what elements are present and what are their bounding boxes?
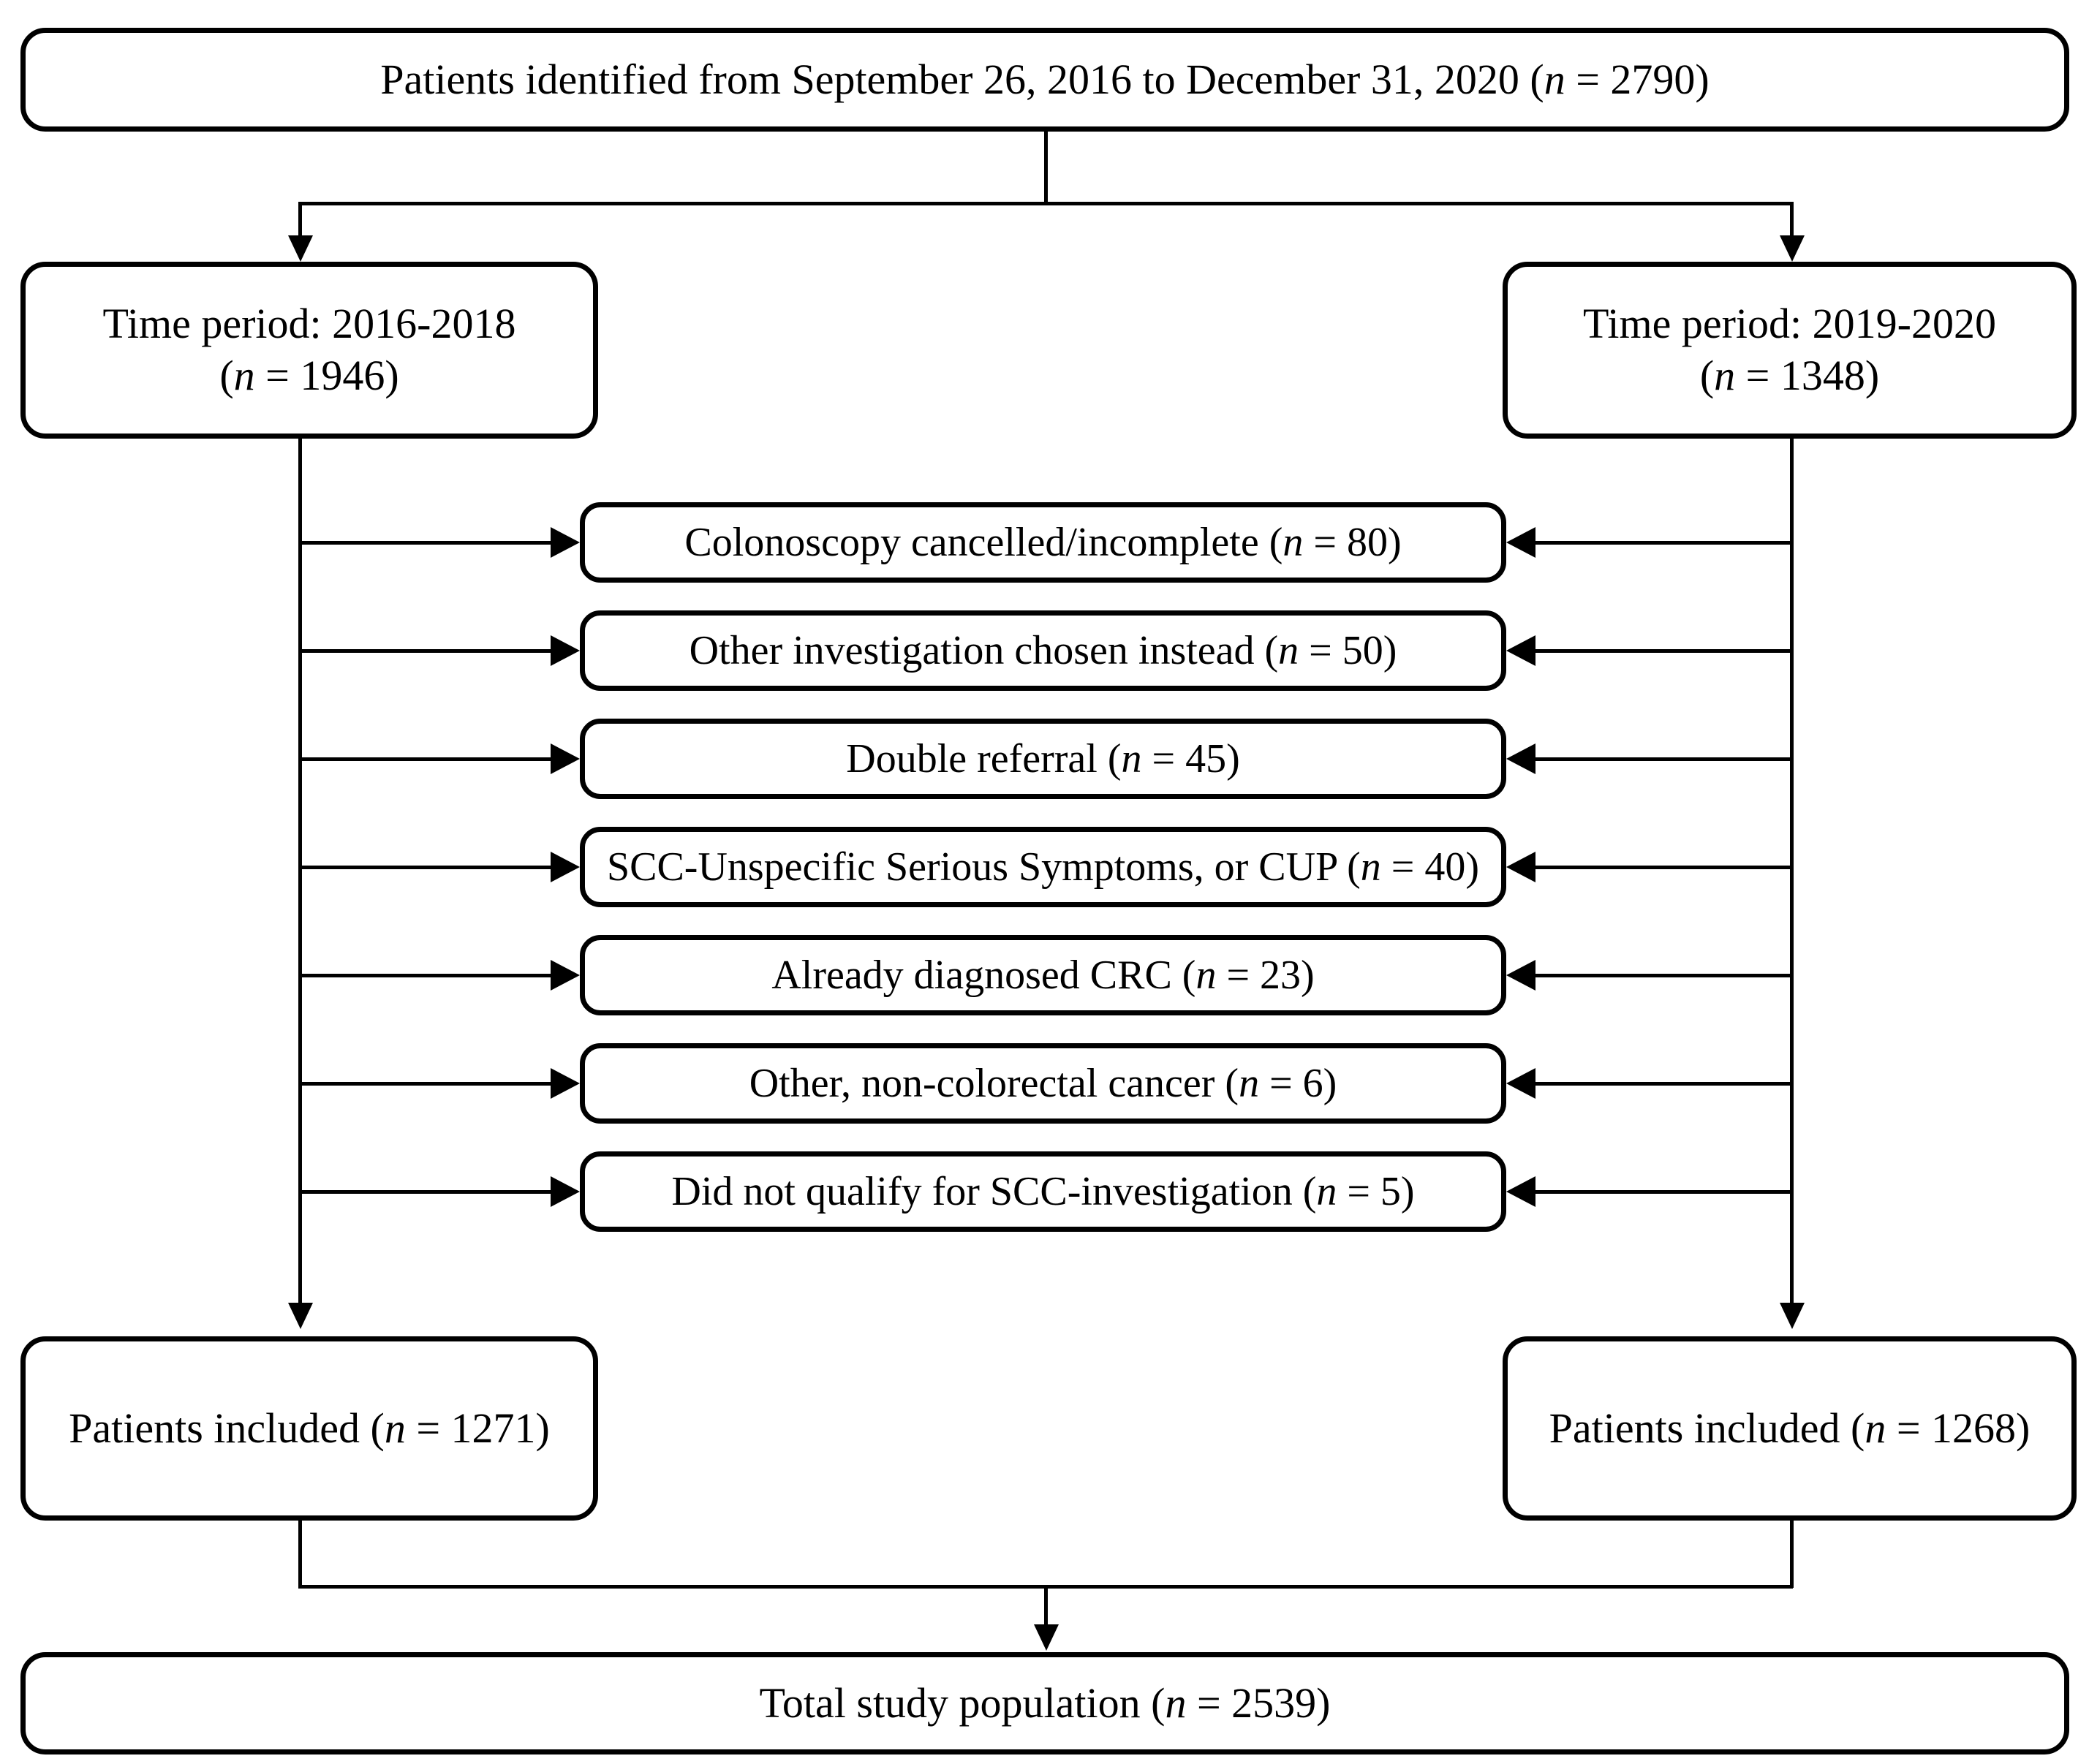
node-total-study-population-label: Total study population (n = 2539) (759, 1678, 1331, 1727)
italic-n: n (1360, 844, 1381, 890)
node-exclusion-4-label: SCC-Unspecific Serious Symptoms, or CUP … (606, 844, 1480, 890)
node-exclusion-1: Colonoscopy cancelled/incomplete (n = 80… (580, 502, 1506, 583)
italic-n: n (233, 352, 255, 399)
node-exclusion-3: Double referral (n = 45) (580, 719, 1506, 799)
connector-split-bar (298, 202, 1793, 205)
connector-exclusion-left-5 (298, 974, 551, 977)
connector-exclusion-left-2 (298, 649, 551, 653)
node-exclusion-3-label: Double referral (n = 45) (846, 735, 1240, 781)
italic-n: n (1714, 352, 1736, 399)
connector-exclusion-right-5 (1535, 974, 1794, 977)
connector-exclusion-right-1 (1535, 541, 1794, 545)
connector-split-left (298, 202, 302, 237)
connector-merge-stem (1044, 1585, 1048, 1626)
italic-n: n (1865, 1404, 1886, 1452)
node-exclusion-2: Other investigation chosen instead (n = … (580, 610, 1506, 691)
arrow-exclusion-right-3 (1506, 743, 1535, 774)
node-time-period-left-label: Time period: 2016-2018(n = 1946) (102, 300, 516, 399)
arrow-exclusion-left-3 (551, 743, 580, 774)
node-total-study-population: Total study population (n = 2539) (20, 1652, 2069, 1754)
arrow-exclusion-left-6 (551, 1068, 580, 1099)
arrow-to-included-right (1780, 1303, 1805, 1329)
connector-exclusion-left-4 (298, 866, 551, 869)
arrow-exclusion-right-4 (1506, 852, 1535, 882)
node-time-period-right: Time period: 2019-2020(n = 1348) (1503, 262, 2077, 439)
node-exclusion-6-label: Other, non-colorectal cancer (n = 6) (749, 1060, 1337, 1106)
node-exclusion-7-label: Did not qualify for SCC-investigation (n… (671, 1168, 1415, 1214)
arrow-to-total-population (1034, 1624, 1059, 1651)
connector-exclusion-right-4 (1535, 866, 1794, 869)
node-time-period-left: Time period: 2016-2018(n = 1946) (20, 262, 598, 439)
arrow-exclusion-left-1 (551, 527, 580, 558)
arrow-exclusion-left-5 (551, 960, 580, 991)
node-exclusion-2-label: Other investigation chosen instead (n = … (689, 627, 1397, 673)
arrow-to-period-left (288, 235, 313, 262)
node-patients-included-right: Patients included (n = 1268) (1503, 1336, 2077, 1521)
node-exclusion-7: Did not qualify for SCC-investigation (n… (580, 1151, 1506, 1232)
italic-n: n (1544, 55, 1565, 103)
node-patients-identified-label: Patients identified from September 26, 2… (380, 55, 1710, 103)
node-patients-included-right-label: Patients included (n = 1268) (1549, 1404, 2031, 1452)
arrow-exclusion-right-6 (1506, 1068, 1535, 1099)
arrow-to-period-right (1780, 235, 1805, 262)
node-exclusion-5: Already diagnosed CRC (n = 23) (580, 935, 1506, 1015)
connector-exclusion-right-6 (1535, 1082, 1794, 1086)
connector-top-stem (1044, 132, 1048, 205)
node-patients-included-left-label: Patients included (n = 1271) (69, 1404, 550, 1452)
italic-n: n (1278, 627, 1299, 673)
arrow-exclusion-right-7 (1506, 1176, 1535, 1207)
arrow-exclusion-left-2 (551, 635, 580, 666)
italic-n: n (1165, 1678, 1187, 1727)
italic-n: n (1195, 952, 1217, 998)
connector-trunk-right (1790, 439, 1794, 1303)
italic-n: n (1239, 1060, 1260, 1106)
italic-n: n (1283, 519, 1304, 565)
arrow-exclusion-right-1 (1506, 527, 1535, 558)
connector-exclusion-right-3 (1535, 757, 1794, 761)
node-time-period-right-label: Time period: 2019-2020(n = 1348) (1583, 300, 1996, 399)
node-exclusion-4: SCC-Unspecific Serious Symptoms, or CUP … (580, 827, 1506, 907)
connector-exclusion-right-7 (1535, 1190, 1794, 1194)
connector-exclusion-left-3 (298, 757, 551, 761)
arrow-exclusion-right-5 (1506, 960, 1535, 991)
node-patients-identified: Patients identified from September 26, 2… (20, 28, 2069, 132)
italic-n: n (1121, 735, 1142, 781)
connector-merge-right (1790, 1521, 1794, 1588)
arrow-exclusion-right-2 (1506, 635, 1535, 666)
connector-merge-left (298, 1521, 302, 1588)
arrow-exclusion-left-4 (551, 852, 580, 882)
connector-exclusion-left-1 (298, 541, 551, 545)
node-exclusion-5-label: Already diagnosed CRC (n = 23) (771, 952, 1315, 998)
connector-trunk-left (298, 439, 302, 1303)
arrow-exclusion-left-7 (551, 1176, 580, 1207)
node-exclusion-6: Other, non-colorectal cancer (n = 6) (580, 1043, 1506, 1124)
connector-exclusion-left-6 (298, 1082, 551, 1086)
italic-n: n (1316, 1168, 1337, 1214)
connector-exclusion-left-7 (298, 1190, 551, 1194)
arrow-to-included-left (288, 1303, 313, 1329)
italic-n: n (384, 1404, 406, 1452)
node-exclusion-1-label: Colonoscopy cancelled/incomplete (n = 80… (684, 519, 1402, 565)
node-patients-included-left: Patients included (n = 1271) (20, 1336, 598, 1521)
connector-exclusion-right-2 (1535, 649, 1794, 653)
connector-split-right (1790, 202, 1794, 237)
